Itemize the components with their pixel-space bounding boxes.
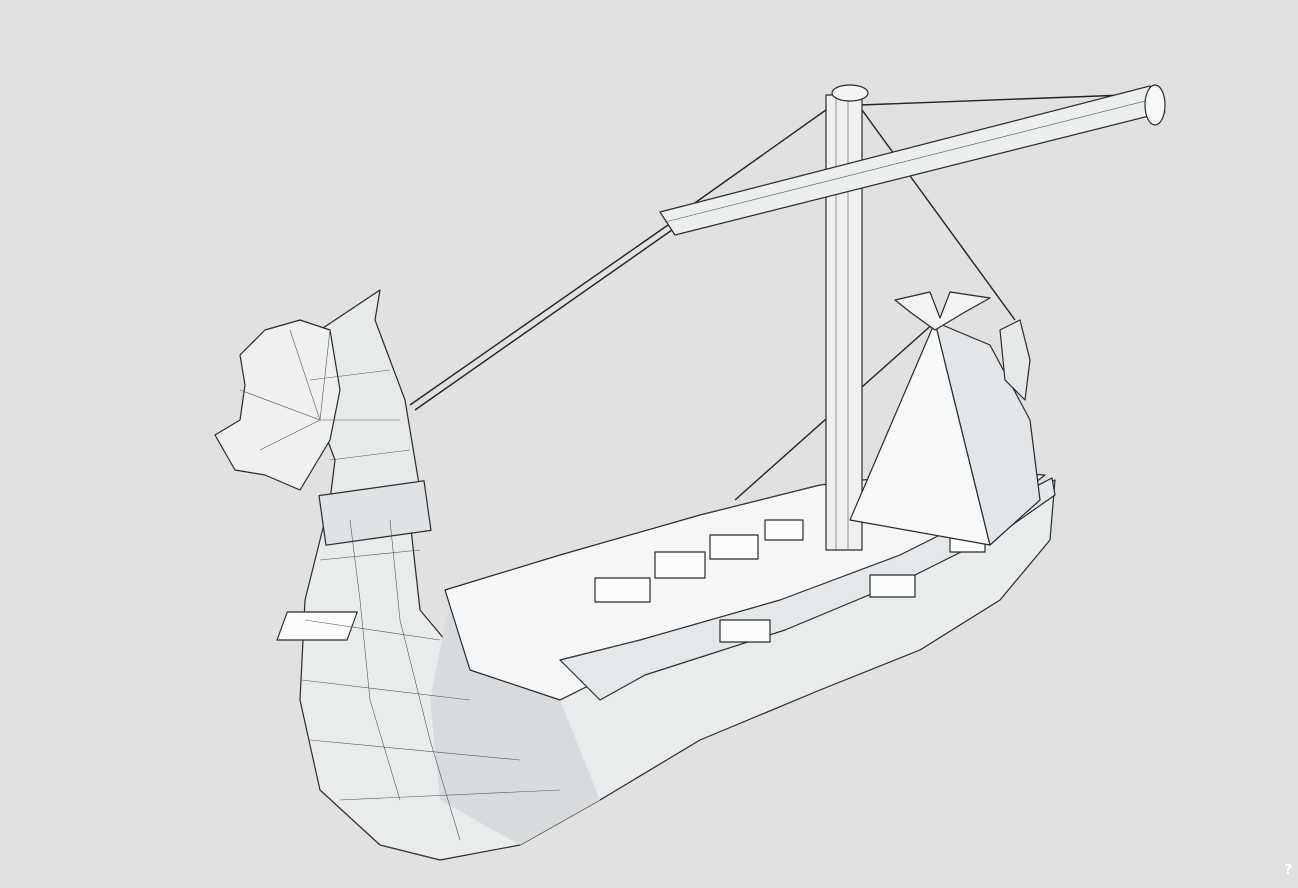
neck-band xyxy=(318,480,432,546)
viking-ship-model xyxy=(214,84,1166,861)
gunwale xyxy=(559,477,1056,701)
yard-spar xyxy=(659,85,1166,236)
rowing-benches xyxy=(276,519,986,643)
help-icon: ? xyxy=(1284,863,1292,878)
dragon-head xyxy=(214,319,341,491)
mast-top xyxy=(831,84,869,102)
stern-post xyxy=(999,319,1031,401)
help-button[interactable]: ? xyxy=(1284,863,1292,878)
tent-crest xyxy=(894,291,991,331)
